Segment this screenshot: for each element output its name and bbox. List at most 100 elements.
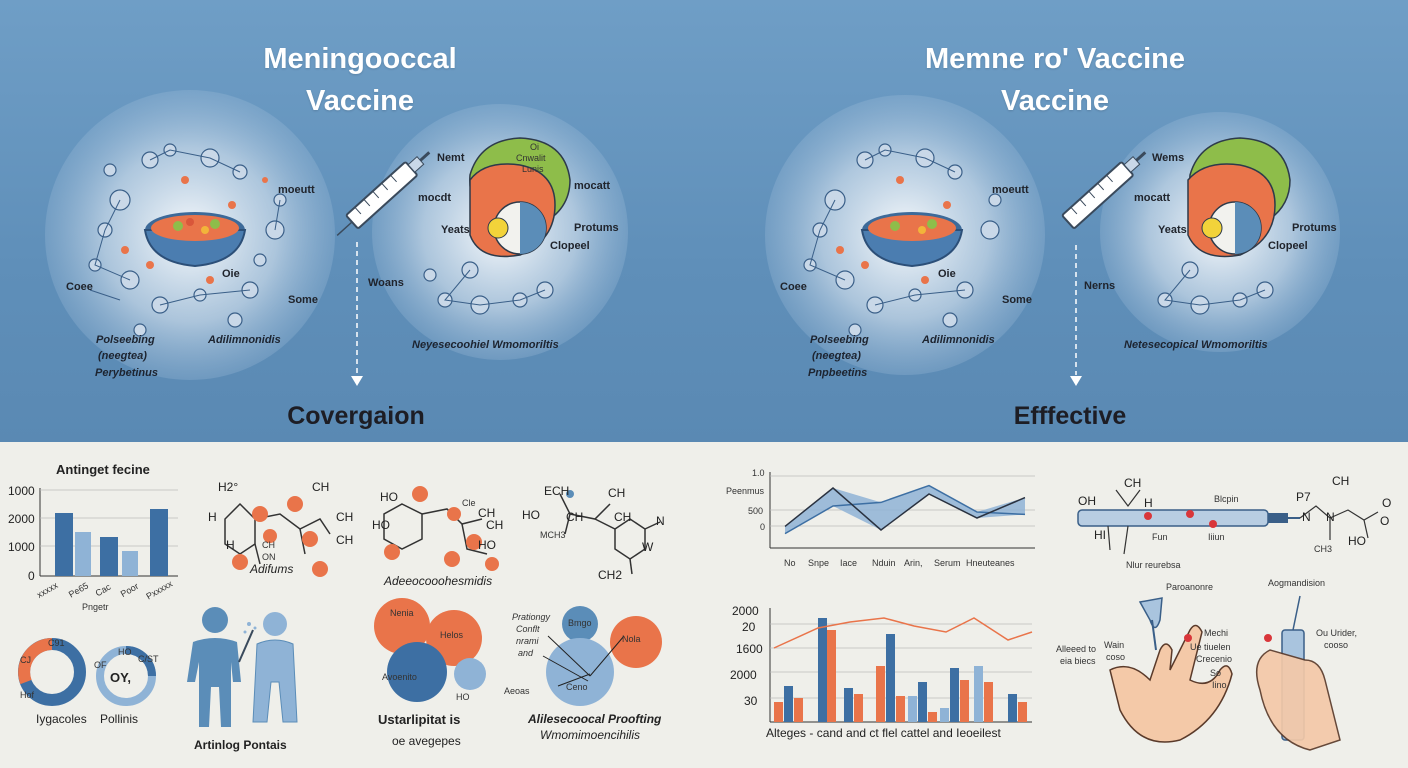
bl-bubbles-caption-2: Wmomimoencihilis [540,728,641,742]
br-line-xlabel-2: Snpe [808,558,830,568]
br-chem-label-5: N [1326,510,1335,524]
bl-mol1-label-5: CH [336,533,354,547]
bl-mol1-caption: Adifums [250,562,294,576]
right-illustration [765,95,1340,386]
bl-people-caption: Artinlog Pontais [194,738,287,752]
bl-bubbles-label-3: Ceno [566,682,588,692]
bl-mol2-caption: Adeeocooohesmidis [384,574,493,588]
bl-donut-label-2: HO [118,647,132,657]
bl-mol1-label-8: CH [262,540,275,550]
br-chem-label-4: N [1302,510,1311,524]
bl-circles-label-4: HO [456,692,470,702]
br-hand-label-1: Alleeed to [1056,644,1097,654]
right-label-wems: Wems [1152,152,1185,164]
bl-donuts [18,638,156,706]
left-syringe-icon [336,151,431,236]
bl-donut-label-1: C91 [48,638,65,648]
bl-bubbles-label-4: Aeoas [504,686,530,696]
br-line-chart [769,472,1035,549]
br-syringe-label-5: HI [1094,528,1106,542]
br-hand-label-13: cooso [1324,640,1349,650]
right-label-polse2: (neegtea) [812,350,861,362]
br-chem-label-7: O [1380,514,1390,528]
bl-circles-label-3: Avoenito [382,672,417,682]
right-title-line1: Memne ro' Vaccine [925,43,1185,75]
br-hand-label-2: eia biecs [1060,656,1096,666]
bl-mol2-label-4: CH [478,506,496,520]
br-hand-label-12: Ou Urider, [1316,628,1358,638]
bl-bar-3 [100,537,118,576]
right-title-line2: Vaccine [1000,85,1110,117]
right-label-mocatt: mocatt [1134,192,1171,204]
bl-bar-4 [122,551,138,576]
bl-mol2-label-1: HO [380,490,398,504]
br-hand-label-5: Paroanonre [1166,582,1214,592]
right-subtitle: Efffective [1013,402,1127,430]
bl-mol2-label-2: HO [372,518,390,532]
right-label-clopeel: Clopeel [1268,240,1308,252]
left-label-polse2: (neegtea) [98,350,147,362]
br-hand-label-3: Wain [1104,640,1125,650]
left-oval-label-2: Cnwalit [516,153,546,163]
bl-bubbles-title-2: Conflt [516,624,540,634]
br-line-series-a [784,484,1026,535]
bl-circles-label-2: Helos [440,630,464,640]
left-label-adil: Adilimnonidis [208,334,281,346]
br-chem-label-6: HO [1348,534,1366,548]
right-label-nerns: Nerns [1084,280,1116,292]
bl-bubbles-caption-1: Alilesecoocal Proofting [528,712,662,726]
bl-circles-caption-1: Ustarlipitat is [378,712,461,727]
bl-bar-note: Pngetr [82,602,109,612]
bl-circles-caption-2: oe avegepes [392,734,461,748]
bl-mol2-label-5: CH [486,518,504,532]
br-bar-tick-2: 20 [742,620,756,634]
bl-molecule-2 [383,486,499,571]
br-syringe-label-2: CH [1124,476,1142,490]
bl-mol3-label-5: CH [614,510,632,524]
br-line-xlabel-1: No [784,558,796,568]
bl-mol3-label-6: N [656,514,665,528]
left-label-clopeel: Clopeel [550,240,590,252]
bl-donut-label-4: OF [94,660,107,670]
bl-circles [374,598,486,702]
left-subtitle: Covergaion [287,402,425,430]
right-label-oie: Oie [938,268,956,280]
br-bar-chart [769,608,1033,723]
br-line-series-b [784,487,1026,531]
br-syringe-chem [1077,489,1379,555]
left-label-coee: Coee [66,281,93,293]
br-chem-label-1: P7 [1296,490,1311,504]
bl-bar-5 [150,509,168,576]
bl-mol1-label-4: CH [336,510,354,524]
br-hand-label-4: coso [1106,652,1126,662]
bl-molecule-1 [224,496,331,577]
right-label-some: Some [1002,294,1032,306]
br-syringe-label-6: Fun [1152,532,1168,542]
br-line-xlabel-4: Nduin [872,558,896,568]
br-bar-tick-4: 2000 [730,668,757,682]
br-chem-label-2: CH [1332,474,1350,488]
br-line-xlabel-3: Iace [840,558,858,568]
left-label-oie: Oie [222,268,240,280]
right-label-nete: Netesecopical Wmomoriltis [1124,339,1268,351]
left-title-line1: Meningooccal [263,43,457,75]
br-line-tick-2: Peenmus [726,486,765,496]
left-illustration [45,90,628,386]
left-label-moeutt: moeutt [278,184,315,196]
bl-mol1-label-7: ON [262,552,276,562]
left-title: Meningooccal Vaccine [210,38,510,122]
left-label-some: Some [288,294,318,306]
br-line-xlabel-5: Arin, [904,558,923,568]
bl-donut-label-6: OY, [110,670,131,685]
right-label-yeats: Yeats [1158,224,1187,236]
left-label-protums: Protums [574,222,619,234]
bl-mol1-label-3: H [208,510,217,524]
bl-bubbles-title-3: nrami [516,636,539,646]
bl-mol1-label-6: H [226,538,235,552]
br-syringe-label-3: H [1144,496,1153,510]
bl-bubbles-title-4: and [518,648,534,658]
bl-bar-tick-4: 0 [28,569,35,583]
bl-donut-caption-1: Iygacoles [36,712,87,726]
br-hand-label-7: Ue tiuelen [1190,642,1231,652]
bl-mol2-label-6: HO [478,538,496,552]
